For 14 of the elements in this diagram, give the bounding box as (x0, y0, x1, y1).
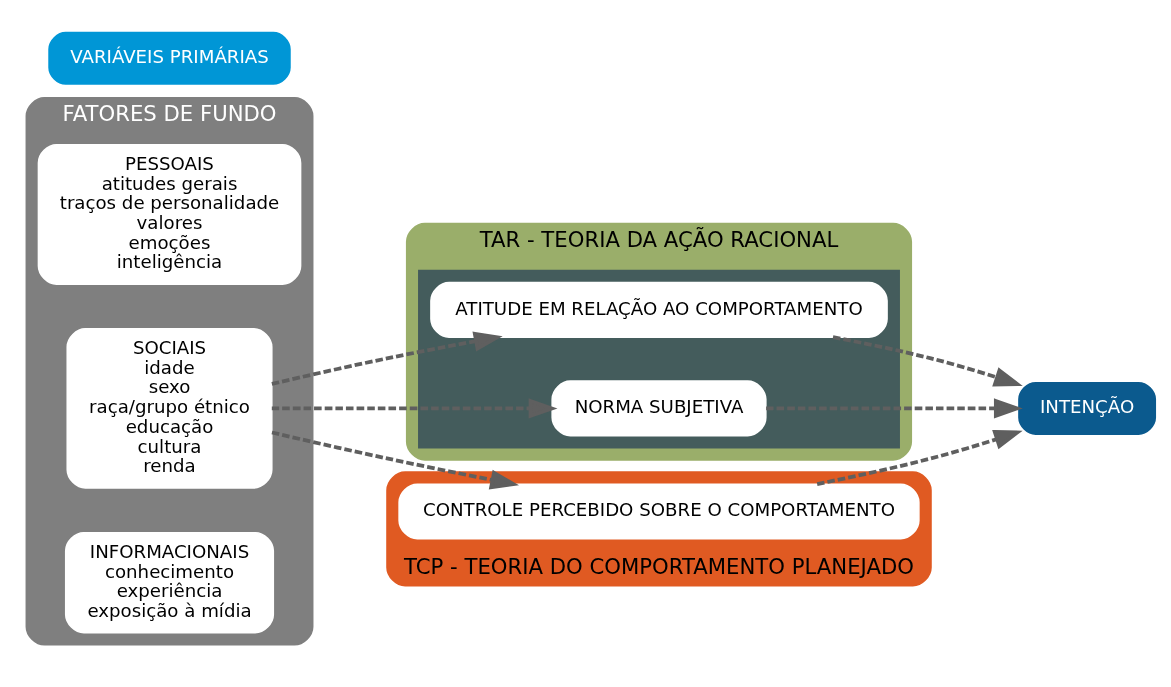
node-box: CONTROLE PERCEBIDO SOBRE O COMPORTAMENTO (398, 482, 920, 539)
node-box: PESSOAIS atitudes gerais traços de personalidade valores emoções inteligência (37, 143, 302, 285)
arrow (271, 430, 520, 490)
node-box: INTENÇÃO (1016, 379, 1158, 436)
arrow (832, 334, 1023, 386)
node-box: VARIÁVEIS PRIMÁRIAS (46, 29, 293, 86)
node-box: SOCIAIS idade sexo raça/grupo étnico educação cultura renda (66, 327, 273, 489)
cluster (418, 269, 900, 449)
node-box: INFORMACIONAIS conhecimento experiência exposição à mídia (64, 531, 275, 633)
node-box: ATITUDE EM RELAÇÃO AO COMPORTAMENTO (430, 281, 888, 338)
arrow (766, 397, 1023, 418)
arrow (271, 331, 503, 386)
node-box: NORMA SUBJETIVA (551, 379, 767, 436)
arrow (271, 397, 558, 418)
